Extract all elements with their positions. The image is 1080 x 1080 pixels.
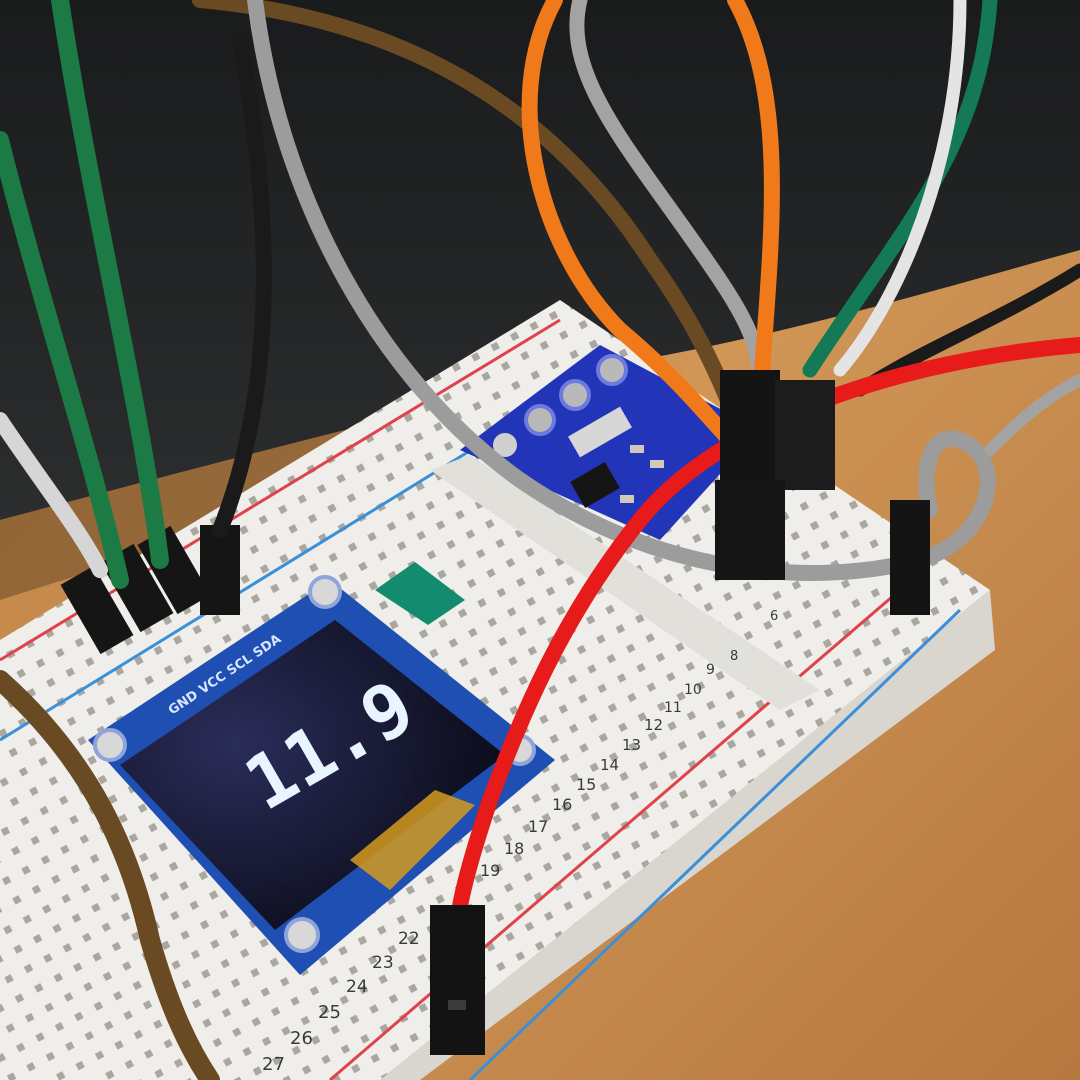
row-number: 27 [262, 1054, 285, 1075]
row-number: 22 [398, 929, 420, 949]
terminal-hole [524, 404, 556, 436]
row-number: 10 [684, 682, 702, 698]
mount-hole [284, 917, 320, 953]
sensor-chip [570, 462, 620, 508]
row-number: 17 [528, 817, 548, 836]
terminal-hole [596, 354, 628, 386]
wire-red [450, 337, 1080, 928]
rail-blue-left [0, 418, 521, 742]
wire-brown [192, 0, 748, 438]
mount-hole [93, 728, 127, 762]
row-number: 12 [644, 716, 663, 734]
wire-green [0, 131, 129, 589]
row-number: 25 [318, 1002, 341, 1023]
rail-red-right [329, 588, 901, 1080]
jumper-header [720, 370, 780, 480]
row-number: 19 [480, 861, 500, 880]
row-number: 16 [552, 795, 572, 814]
jumper-header [200, 525, 240, 615]
mount-hole [493, 433, 517, 457]
green-tape [375, 562, 465, 625]
row-numbers: 6 8 9 10 11 12 13 14 15 16 17 18 19 22 2… [262, 609, 778, 1075]
wire-orange [727, 0, 780, 408]
jumper-header [890, 500, 930, 615]
wire-gray [984, 374, 1080, 456]
rail-blue-right [468, 608, 962, 1080]
oled-ribbon [350, 790, 475, 890]
header-pin [448, 1000, 466, 1010]
wire-green [51, 0, 169, 569]
jumper-header [60, 565, 134, 655]
row-number: 15 [576, 775, 596, 794]
terminal-hole [559, 379, 591, 411]
row-number: 24 [346, 977, 368, 997]
row-number: 14 [600, 756, 619, 774]
smd-component [620, 495, 634, 503]
shunt-resistor [568, 406, 632, 458]
mount-hole [308, 575, 342, 609]
row-number: 18 [504, 839, 524, 858]
oled-screen [120, 620, 505, 930]
wire-black [212, 32, 272, 538]
sensor-jumper-headers [715, 370, 930, 615]
smd-component [630, 445, 644, 453]
row-number: 6 [770, 609, 778, 624]
wire-orange [521, 0, 738, 448]
row-number: 26 [290, 1028, 313, 1049]
row-number: 9 [706, 662, 715, 678]
oled-module: GND VCC SCL SDA 11.9 [88, 575, 555, 975]
jumper-header [775, 380, 835, 490]
row-number: 8 [730, 649, 738, 664]
smd-component [650, 460, 664, 468]
jumper-header-red-wire [430, 905, 485, 1055]
wire-white [0, 412, 108, 578]
row-number: 13 [622, 736, 641, 754]
wire-brown [0, 670, 220, 1080]
jumper-header [715, 480, 785, 580]
row-number: 23 [372, 953, 394, 973]
row-number: 11 [664, 700, 682, 716]
wire-white [833, 0, 967, 377]
background-mesh-bag [0, 0, 1080, 520]
breadboard-channel [430, 455, 820, 710]
breadboard-edge [380, 590, 995, 1080]
